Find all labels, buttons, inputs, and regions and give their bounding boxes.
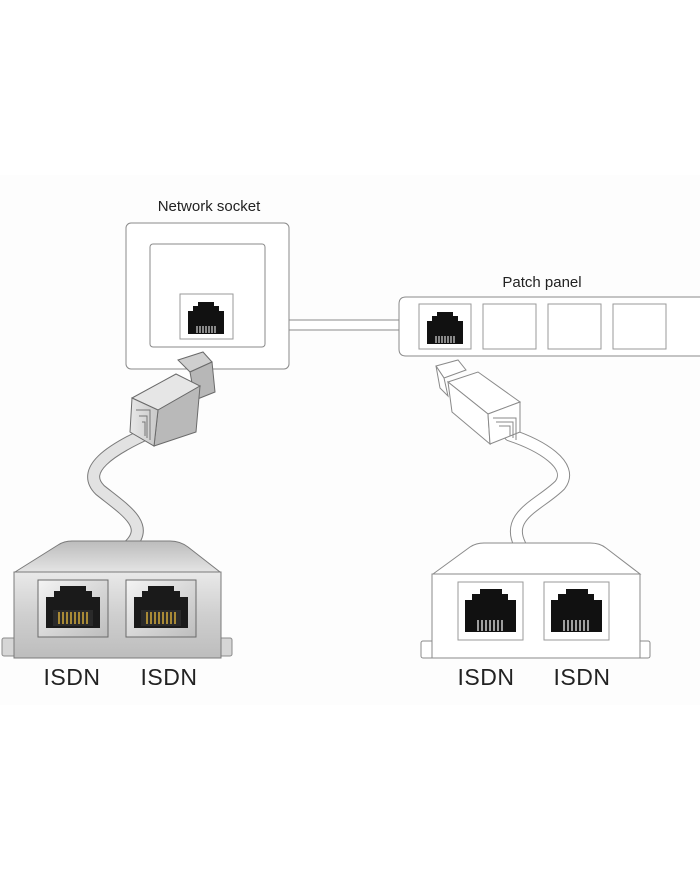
right-splitter-port-1[interactable] <box>457 581 524 641</box>
rj45-jack-gold-icon <box>134 586 188 628</box>
right-port-1-label: ISDN <box>458 664 515 690</box>
rj45-jack-icon <box>551 589 602 632</box>
left-port-2-label: ISDN <box>141 664 198 690</box>
left-isdn-splitter <box>1 540 233 659</box>
patch-panel-port-2[interactable] <box>482 303 537 350</box>
right-splitter-port-2[interactable] <box>543 581 610 641</box>
left-splitter-port-2[interactable] <box>125 579 197 638</box>
patch-panel-port-3[interactable] <box>547 303 602 350</box>
right-port-2-label: ISDN <box>554 664 611 690</box>
left-port-1-label: ISDN <box>44 664 101 690</box>
rj45-jack-icon <box>188 302 224 334</box>
right-isdn-splitter <box>420 542 651 659</box>
rj45-jack-icon <box>465 589 516 632</box>
network-socket-label: Network socket <box>158 198 261 215</box>
patch-panel-port-1[interactable] <box>418 303 472 350</box>
patch-panel-label: Patch panel <box>502 274 581 291</box>
left-plug <box>129 351 216 447</box>
right-plug <box>435 359 522 446</box>
rj45-jack-gold-icon <box>46 586 100 628</box>
right-cable <box>503 428 570 552</box>
left-cable <box>87 425 157 552</box>
network-socket-port[interactable] <box>179 293 234 340</box>
socket-to-panel-cable <box>288 319 400 331</box>
patch-panel-port-4[interactable] <box>612 303 667 350</box>
network-socket <box>125 222 290 370</box>
rj45-jack-icon <box>427 312 463 344</box>
left-splitter-port-1[interactable] <box>37 579 109 638</box>
patch-panel <box>398 296 700 357</box>
